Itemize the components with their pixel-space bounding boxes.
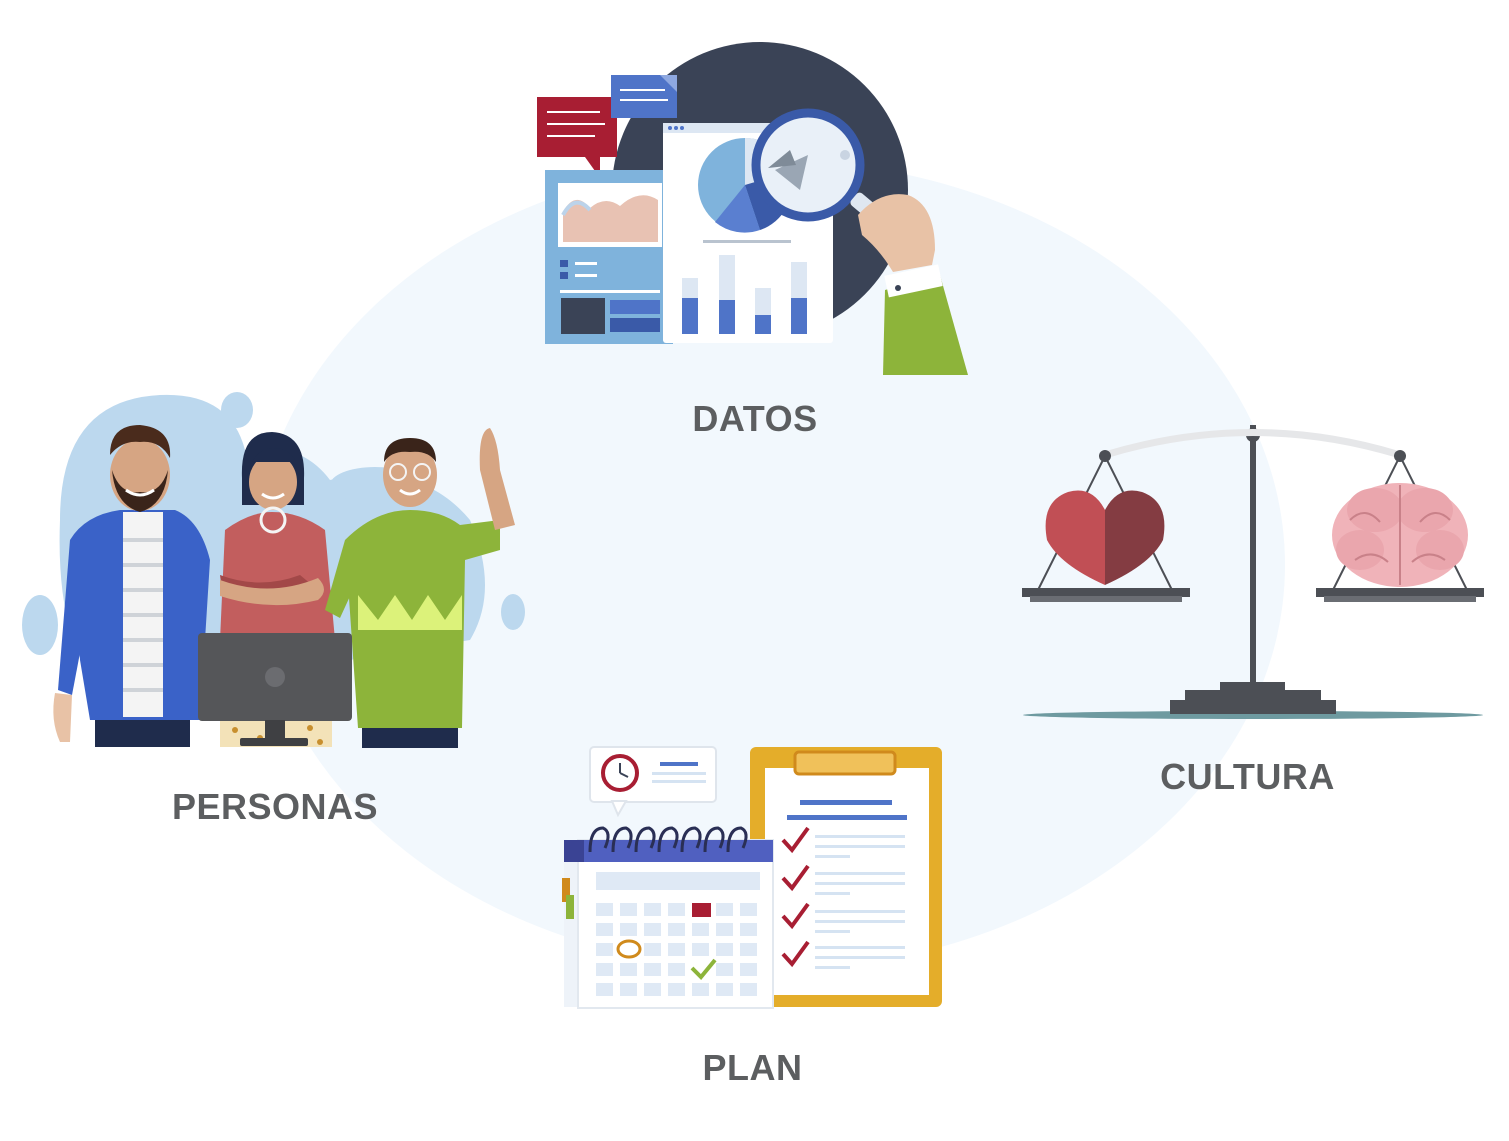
datos-illustration-icon [537,42,968,375]
plan-illustration-icon [562,746,942,1009]
label-cultura: CULTURA [1160,756,1335,797]
personas-illustration-icon [22,392,525,748]
background-blob [255,160,1285,970]
label-personas: PERSONAS [171,786,379,827]
label-datos: DATOS [692,398,818,439]
cultura-illustration-icon [1022,425,1484,719]
label-plan: PLAN [702,1047,803,1088]
